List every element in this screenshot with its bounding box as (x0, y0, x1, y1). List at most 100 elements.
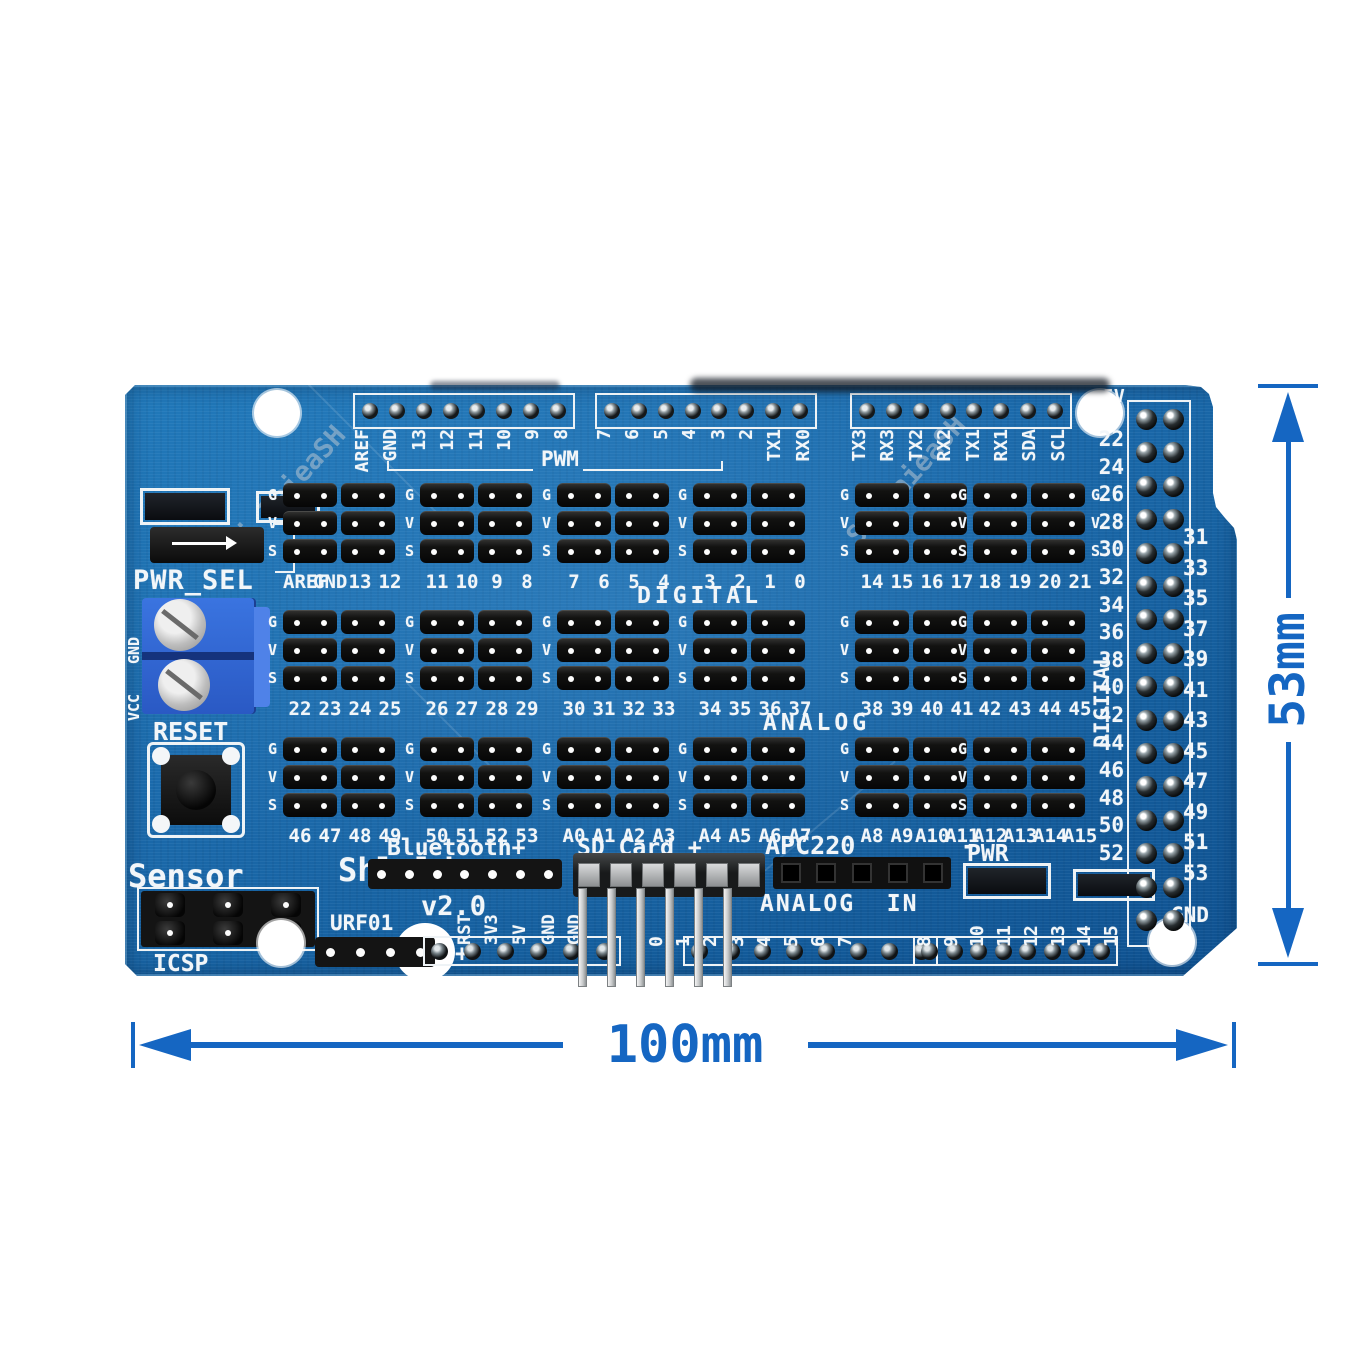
pin-slot (913, 638, 967, 662)
pin-slot (557, 539, 611, 563)
sensor-pin-block (478, 483, 532, 563)
sensor-pin-block (855, 610, 909, 690)
right-even-pin-number: 26 (1098, 482, 1124, 507)
smd-resistor (140, 488, 230, 525)
pin-number: 6 (598, 571, 610, 593)
pin-hole-glint (1010, 548, 1017, 555)
pin-slot (341, 737, 395, 761)
pin-hole (970, 942, 988, 960)
pin-slot (283, 483, 337, 507)
pin-hole-glint (325, 947, 335, 957)
gvs-label: V (958, 641, 968, 659)
gvs-label: G (958, 486, 968, 504)
pin-hole-glint (1041, 520, 1048, 527)
pin-number: 52 (485, 825, 509, 847)
right-even-pin-number: 48 (1098, 785, 1124, 810)
pin-number: 22 (288, 698, 312, 720)
pin-hole (388, 403, 405, 419)
pin-pad (1136, 876, 1157, 898)
top-header-strip-2 (595, 393, 817, 429)
pin-number: 31 (592, 698, 616, 720)
pin-hole (1019, 942, 1037, 960)
pin-hole-glint (457, 492, 464, 499)
pin-hole-glint (761, 619, 768, 626)
mounting-hole (254, 390, 300, 436)
pin-hole-glint (892, 647, 899, 654)
pin-number: 47 (318, 825, 342, 847)
pin-hole-glint (730, 619, 737, 626)
sensor-pin-block (1031, 610, 1085, 690)
pin-hole-glint (515, 492, 522, 499)
pin-pad (1163, 743, 1184, 764)
analog-pin-label: 1 (673, 936, 694, 947)
pin-number: 26 (425, 698, 449, 720)
pin-slot (420, 539, 474, 563)
pin-hole-glint (488, 492, 495, 499)
pin-hole (885, 403, 902, 419)
pin-slot (615, 539, 669, 563)
pin-hole-glint (430, 520, 437, 527)
pin-hole (563, 942, 580, 960)
pin-slot (420, 511, 474, 535)
pin-hole-glint (457, 647, 464, 654)
pin-hole-glint (515, 774, 522, 781)
pin-hole-glint (788, 675, 795, 682)
analog-pin-label: 9 (940, 936, 962, 947)
pin-hole-glint (515, 869, 525, 879)
icsp-header-outline (137, 887, 319, 951)
pin-number: A10 (915, 825, 950, 847)
pin-hole-glint (567, 675, 574, 682)
pin-hole-glint (892, 746, 899, 753)
pin-hole-glint (730, 647, 737, 654)
pin-slot (615, 666, 669, 690)
pin-hole (549, 403, 566, 419)
bluetooth-label: Bluetooth+ (387, 835, 526, 861)
pin-number: 27 (455, 698, 479, 720)
pin-hole (859, 403, 875, 419)
pin-hole-glint (950, 746, 957, 753)
pin-hole-glint (892, 492, 899, 499)
gvs-label: V (678, 768, 688, 786)
pin-hole-glint (625, 675, 632, 682)
sensor-pin-block (283, 737, 337, 817)
pin-number: A7 (788, 825, 812, 847)
right-odd-pin-number: 41 (1183, 677, 1209, 702)
urf01-label: URF01 (330, 911, 394, 935)
sensor-pin-block (751, 610, 805, 690)
pin-hole-glint (293, 548, 300, 555)
sensor-pin-block (1031, 737, 1085, 817)
pin-hole (1092, 942, 1110, 960)
gvs-label: S (840, 542, 850, 560)
pin-slot (751, 737, 805, 761)
gvs-label: V (840, 768, 850, 786)
gvs-label: G (1091, 486, 1101, 504)
socket-opening (816, 863, 837, 883)
pin-hole-glint (594, 675, 601, 682)
sensor-pin-block (973, 610, 1027, 690)
pin-slot (283, 765, 337, 789)
pin-number: 32 (622, 698, 646, 720)
pin-hole-glint (320, 492, 327, 499)
pin-hole-glint (1041, 675, 1048, 682)
gvs-label: V (268, 768, 278, 786)
pin-slot (1031, 610, 1085, 634)
pin-hole-glint (1010, 520, 1017, 527)
dim-height-endbar-top (1258, 384, 1318, 388)
reset-button-outline (147, 742, 245, 838)
pin-hole-glint (1068, 520, 1075, 527)
pin-hole-glint (515, 802, 522, 809)
pin-number: A5 (728, 825, 752, 847)
pin-hole-glint (950, 619, 957, 626)
icsp-label: ICSP (153, 951, 209, 977)
pin-hole-glint (761, 492, 768, 499)
pin-hole-glint (351, 548, 358, 555)
reset-button-cap[interactable] (176, 770, 216, 810)
pin-hole-glint (730, 675, 737, 682)
pin-hole-glint (865, 520, 872, 527)
pin-hole-glint (567, 774, 574, 781)
sensor-pin-block (478, 737, 532, 817)
pin-hole-glint (567, 548, 574, 555)
pin-slot (913, 539, 967, 563)
pin-hole-glint (594, 520, 601, 527)
sensor-pin-block (751, 737, 805, 817)
